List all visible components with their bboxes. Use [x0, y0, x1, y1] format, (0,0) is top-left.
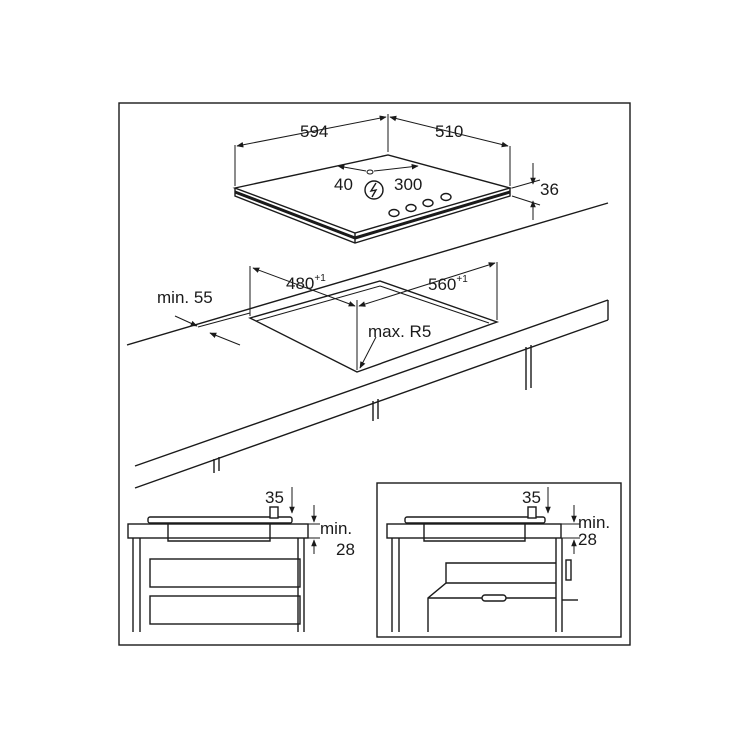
section-right-drawing: 35 min. 28 [376, 482, 622, 638]
hob-drawing: 40 300 594 510 36 [232, 114, 559, 244]
cutout-depth-value: 560 [428, 275, 456, 294]
cutout-width-tolerance: +1 [314, 273, 326, 284]
cutout-depth-label: 560+1 [428, 274, 468, 294]
section-right-min-value: 28 [578, 530, 597, 549]
section-right-35-label: 35 [522, 488, 541, 507]
cutout-width-label: 480+1 [286, 273, 326, 293]
section-left-35-label: 35 [265, 488, 284, 507]
hob-top-surface [232, 154, 513, 234]
min-distance-label: min. 55 [157, 288, 213, 307]
section-right-min-label: min. [578, 513, 610, 532]
section-left-min-label: min. [320, 519, 352, 538]
cutout-radius-label: max. R5 [368, 322, 431, 341]
knob-icon [405, 203, 417, 213]
knob-icon [388, 208, 400, 218]
knob-icon [440, 192, 452, 202]
knob-icon [422, 198, 434, 208]
hob-width-label: 594 [300, 122, 328, 141]
cutout-depth-tolerance: +1 [456, 274, 468, 285]
inset-frame [376, 482, 622, 638]
hob-height-label: 36 [540, 180, 559, 199]
cutout-width-value: 480 [286, 274, 314, 293]
section-left-min-value: 28 [336, 540, 355, 559]
section-left-drawing: 35 min. 28 [127, 487, 355, 632]
hob-depth-label: 510 [435, 122, 463, 141]
dim-300-label: 300 [394, 175, 422, 194]
worktop-drawing: min. 55 480+1 560+1 max. R5 [126, 202, 609, 489]
oven-handle [481, 594, 507, 602]
dim-40-label: 40 [334, 175, 353, 194]
electrical-connection-icon [364, 180, 384, 200]
hob-knobs [388, 192, 452, 218]
diagram-frame [118, 102, 631, 646]
